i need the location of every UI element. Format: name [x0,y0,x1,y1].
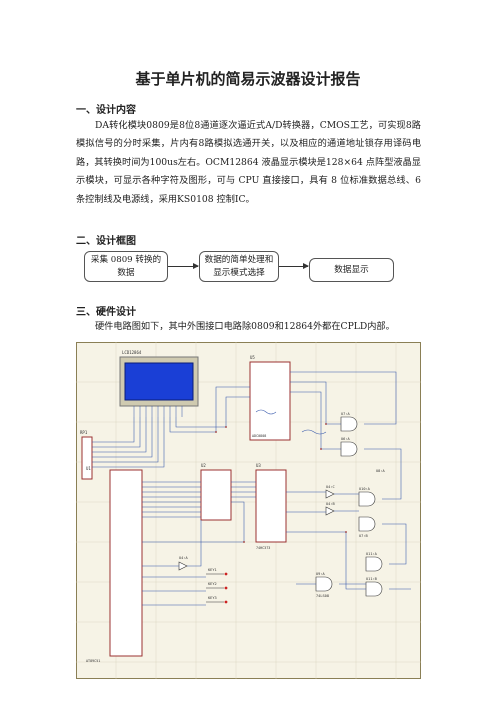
svg-text:KEY1: KEY1 [208,568,217,572]
u3-latch: U3 74HC373 [255,463,287,550]
hardware-schematic: LCD12864 RP1 U5 ADC0808 U1 AT89C51 [76,342,421,679]
svg-text:KEY2: KEY2 [208,582,217,586]
u2-latch: U2 [200,463,232,521]
diagram-box-process: 数据的简单处理和显示模式选择 [199,251,279,282]
section-heading-hardware: 三、硬件设计 [76,307,136,318]
section-heading-block-diagram: 二、设计框图 [76,236,136,247]
svg-text:U5: U5 [250,355,255,360]
svg-text:U3: U3 [256,463,261,468]
logic-gates [178,416,383,597]
document-title: 基于单片机的简易示波器设计报告 [135,70,361,88]
svg-text:U9:A: U9:A [316,572,325,576]
svg-text:U4:B: U4:B [326,502,335,506]
svg-text:ADC0808: ADC0808 [252,434,266,438]
svg-text:U4:C: U4:C [326,485,335,489]
wire-junctions [215,423,347,543]
section-paragraph-hardware: 硬件电路图如下，其中外围接口电路除0809和12864外都在CPLD内部。 [95,321,395,332]
diagram-arrow-1 [168,263,199,269]
svg-text:U11:A: U11:A [366,552,378,556]
svg-text:U6:A: U6:A [341,437,350,441]
lcd-label: LCD12864 [122,350,142,355]
svg-text:74LS08: 74LS08 [316,594,329,598]
svg-text:U11:B: U11:B [366,577,377,581]
section-heading-content: 一、设计内容 [76,105,136,116]
svg-text:U10:A: U10:A [359,487,371,491]
diagram-arrow-2 [279,263,309,269]
svg-text:U7:B: U7:B [359,534,368,538]
svg-text:AT89C51: AT89C51 [86,659,100,663]
svg-text:U4:A: U4:A [179,556,188,560]
section-paragraph-content: DA转化模块0809是8位8通道逐次逼近式A/D转换器，CMOS工艺，可实现8路… [76,120,421,205]
svg-text:RP1: RP1 [80,430,88,435]
push-keys: KEY1 KEY2 KEY3 [206,568,228,604]
u1-mcu: U1 AT89C51 [86,466,143,663]
rp1-resistor-pack: RP1 [80,430,93,480]
svg-text:U8:A: U8:A [376,469,385,473]
lcd-module: LCD12864 [119,350,199,417]
svg-text:KEY3: KEY3 [208,596,217,600]
diagram-box-acquire: 采集 0809 转换的数据 [84,251,168,282]
diagram-box-display: 数据显示 [309,258,394,282]
u5-adc: U5 ADC0808 [249,355,291,441]
svg-text:74HC373: 74HC373 [256,546,270,550]
svg-text:U7:A: U7:A [341,412,350,416]
svg-text:U2: U2 [201,463,206,468]
svg-text:U1: U1 [86,466,91,471]
lcd-screen [124,362,194,401]
